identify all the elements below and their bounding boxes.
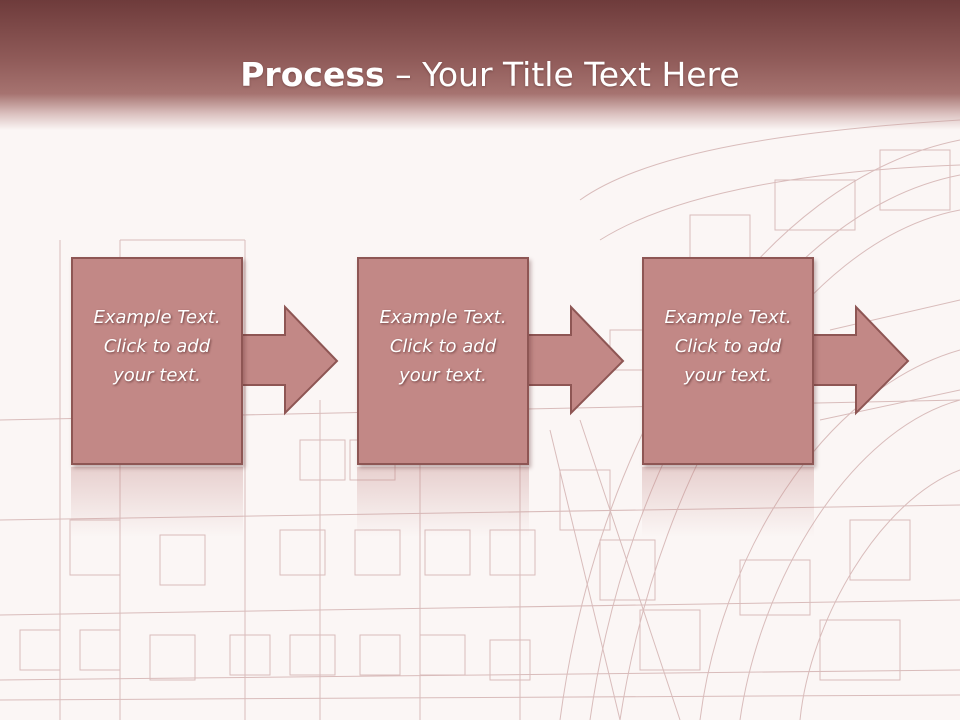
- step-box-2[interactable]: Example Text. Click to add your text.: [357, 257, 529, 465]
- slide-title[interactable]: Process – Your Title Text Here: [0, 50, 960, 100]
- step-3-reflection: [642, 467, 814, 537]
- step-text-3[interactable]: Example Text. Click to add your text.: [664, 306, 792, 386]
- arrow-right-icon: [240, 304, 339, 416]
- step-box-1[interactable]: Example Text. Click to add your text.: [71, 257, 243, 465]
- step-1-reflection: [71, 467, 243, 537]
- step-2-reflection: [357, 467, 529, 537]
- step-text-2[interactable]: Example Text. Click to add your text.: [379, 306, 507, 386]
- title-bar: [0, 0, 960, 130]
- title-rest: – Your Title Text Here: [384, 55, 740, 94]
- title-bold-part: Process: [240, 55, 385, 94]
- step-box-3[interactable]: Example Text. Click to add your text.: [642, 257, 814, 465]
- arrow-right-icon: [526, 304, 625, 416]
- arrow-right-icon: [811, 304, 910, 416]
- step-text-1[interactable]: Example Text. Click to add your text.: [93, 306, 221, 386]
